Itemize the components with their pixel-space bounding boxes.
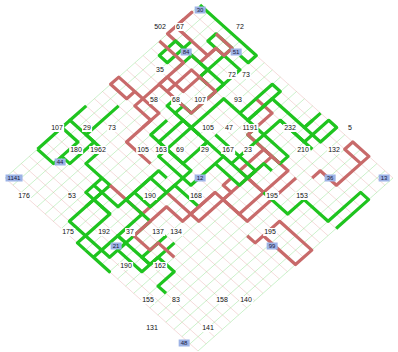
strand-path <box>280 120 337 142</box>
grid-line <box>159 41 352 214</box>
grid-number: 83 <box>171 296 181 304</box>
grid-number: 176 <box>17 192 31 200</box>
grid-number: 163 <box>154 146 168 154</box>
grid-line <box>78 113 271 286</box>
grid-number: 175 <box>61 228 75 236</box>
grid-line <box>13 171 206 344</box>
grid-number: 190 <box>143 192 157 200</box>
grid-number: 162 <box>153 262 167 270</box>
grid-number: 190 <box>119 262 133 270</box>
grid-line <box>166 149 361 322</box>
grid-line <box>85 77 280 250</box>
grid-number: 93 <box>233 96 243 104</box>
grid-number: 105 <box>201 124 215 132</box>
grid-line <box>182 164 377 337</box>
grid-number: 37 <box>125 228 135 236</box>
grid-number: 155 <box>141 296 155 304</box>
grid-number: 53 <box>67 192 77 200</box>
grid-number: 23 <box>243 146 253 154</box>
grid-number: 141 <box>201 324 215 332</box>
grid-number: 153 <box>295 192 309 200</box>
grid-number: 72 <box>227 71 237 79</box>
grid-number: 107 <box>50 124 64 132</box>
strand-path <box>86 185 199 207</box>
strand-path <box>127 70 208 164</box>
strand-path <box>191 84 280 135</box>
strand-path <box>159 128 272 186</box>
index-tag: 1141 <box>6 175 23 182</box>
strand-path <box>247 221 312 264</box>
index-tag: 12 <box>195 175 206 182</box>
grid-number: 69 <box>175 146 185 154</box>
grid-number: 158 <box>215 296 229 304</box>
strand-path <box>118 171 175 272</box>
grid-number: 72 <box>235 23 245 31</box>
grid-line <box>70 120 263 293</box>
index-tag: 30 <box>195 7 206 14</box>
grid-number: 29 <box>200 146 210 154</box>
grid-line <box>21 164 214 337</box>
index-tag: 44 <box>55 159 66 166</box>
grid-number: 232 <box>283 124 297 132</box>
strand-path <box>312 142 369 185</box>
grid-number: 137 <box>151 228 165 236</box>
grid-number: 1191 <box>241 124 258 132</box>
grid-number: 105 <box>136 146 150 154</box>
index-tag: 84 <box>181 49 192 56</box>
grid-line <box>38 149 231 322</box>
grid-number: 167 <box>221 146 235 154</box>
grid-number: 73 <box>107 124 117 132</box>
grid-number: 168 <box>189 192 203 200</box>
grid-number: 192 <box>97 228 111 236</box>
grid-line <box>151 48 344 221</box>
strand-path <box>134 192 215 257</box>
strand-path <box>38 106 95 164</box>
grid-line <box>94 99 287 272</box>
grid-number: 195 <box>265 192 279 200</box>
grid-line <box>62 128 255 301</box>
index-tag: 21 <box>111 243 122 250</box>
grid-number: 68 <box>171 96 181 104</box>
strand-path <box>264 192 369 228</box>
grid-number: 180 <box>69 146 83 154</box>
strand-path <box>69 178 110 236</box>
grid-line <box>5 178 198 351</box>
grid-number: 35 <box>155 66 165 74</box>
grid-number: 67 <box>175 23 185 31</box>
strand-path <box>159 41 216 113</box>
index-tag: 51 <box>231 49 242 56</box>
grid-number: 195 <box>263 228 277 236</box>
index-tag: 48 <box>179 340 190 347</box>
grid-number: 502 <box>153 23 167 31</box>
grid-number: 210 <box>296 146 310 154</box>
grid-number: 140 <box>239 296 253 304</box>
grid-number: 132 <box>327 146 341 154</box>
grid-number: 134 <box>169 228 183 236</box>
strand-path <box>200 5 256 63</box>
grid-number: 107 <box>193 96 207 104</box>
index-tag: 36 <box>325 175 336 182</box>
grid-number: 47 <box>224 124 234 132</box>
grid-number: 58 <box>149 96 159 104</box>
grid-number: 73 <box>241 71 251 79</box>
grid-number: 5 <box>347 124 353 132</box>
grid-number: 1962 <box>89 146 107 154</box>
grid-line <box>134 120 329 293</box>
grid-number: 29 <box>82 124 92 132</box>
grid-number: 131 <box>145 324 159 332</box>
index-tag: 99 <box>267 243 278 250</box>
index-tag: 13 <box>379 175 390 182</box>
